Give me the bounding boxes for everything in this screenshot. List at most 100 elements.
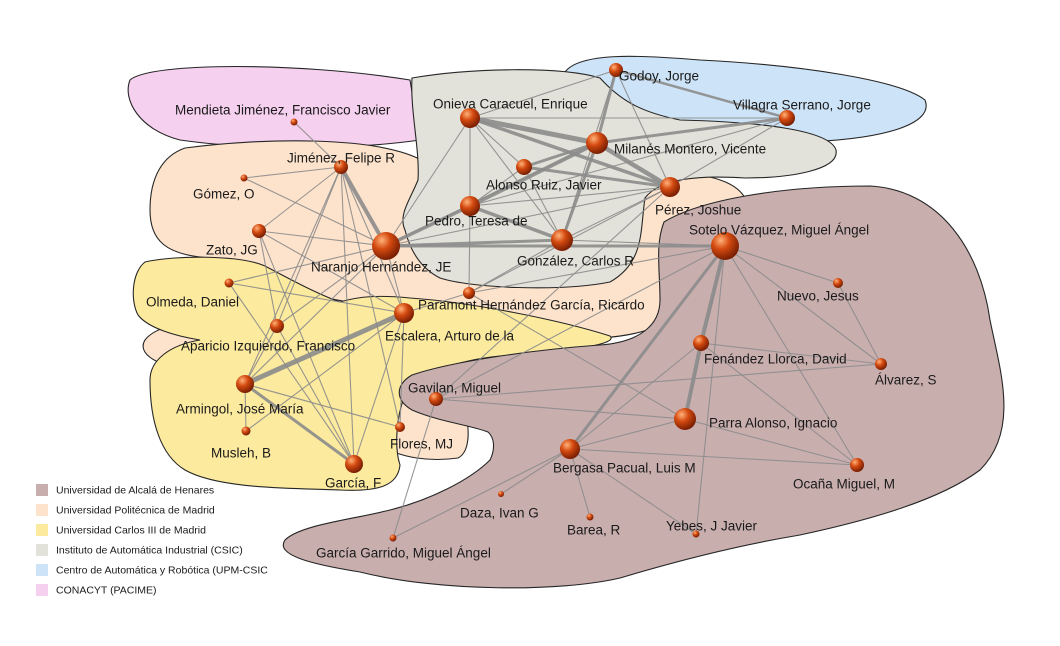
edge-villagra-milanes xyxy=(595,116,789,145)
node-zato[interactable] xyxy=(252,224,266,238)
node-nuevo[interactable] xyxy=(833,278,843,288)
node-label-zato: Zato, JG xyxy=(206,243,258,258)
node-perez[interactable] xyxy=(660,177,680,197)
node-label-garcia: García, F xyxy=(325,476,381,491)
node-bergasa[interactable] xyxy=(560,439,580,459)
node-label-naranjo: Naranjo Hernández, JE xyxy=(311,260,451,275)
node-label-barea: Barea, R xyxy=(567,523,621,538)
node-alonso[interactable] xyxy=(516,159,532,175)
node-godoy[interactable] xyxy=(609,63,623,77)
edge-zato-escalera xyxy=(258,230,405,314)
node-garciagarrido[interactable] xyxy=(389,534,397,542)
node-flores[interactable] xyxy=(395,422,405,432)
node-ocana[interactable] xyxy=(850,458,864,472)
edge-bergasa-ocana xyxy=(569,448,858,466)
edge-escalera-armingol xyxy=(242,310,407,387)
node-pedro[interactable] xyxy=(460,196,480,216)
edge-zato-garcia xyxy=(258,230,355,465)
node-jimenez[interactable] xyxy=(334,160,348,174)
edge-fernandez-bergasa xyxy=(569,342,702,450)
legend-label-1: Universidad Politécnica de Madrid xyxy=(56,504,215,516)
legend-label-5: CONACYT (PACIME) xyxy=(56,584,157,596)
node-label-escalera: Escalera, Arturo de la xyxy=(385,329,515,344)
node-yebes[interactable] xyxy=(692,530,700,538)
node-onieva[interactable] xyxy=(460,108,480,128)
node-label-bergasa: Bergasa Pacual, Luis M xyxy=(553,461,696,476)
legend-swatch-1 xyxy=(36,504,48,516)
legend: Universidad de Alcalá de HenaresUniversi… xyxy=(36,484,268,596)
node-label-parra: Parra Alonso, Ignacio xyxy=(709,416,837,431)
edge-bergasa-garciagarrido xyxy=(392,448,571,539)
node-fernandez[interactable] xyxy=(693,335,709,351)
node-label-fernandez: Fenández Llorca, David xyxy=(704,352,847,367)
node-label-daza: Daza, Ivan G xyxy=(460,506,539,521)
edge-sotelo-ocana xyxy=(724,245,858,466)
node-label-perez: Pérez, Joshue xyxy=(655,203,741,218)
edge-paramont-parra xyxy=(468,292,686,420)
edge-olmeda-garcia xyxy=(228,282,355,465)
node-aparicio[interactable] xyxy=(270,319,284,333)
node-label-gomez: Gómez, O xyxy=(193,187,255,202)
node-villagra[interactable] xyxy=(779,110,795,126)
edge-jimenez-armingol xyxy=(244,166,342,385)
edge-perez-naranjo xyxy=(385,186,671,247)
edge-escalera-paramont xyxy=(403,292,470,314)
edge-aparicio-garcia xyxy=(276,325,355,465)
node-label-flores: Flores, MJ xyxy=(390,437,453,452)
edge-naranjo-gomez xyxy=(243,177,387,247)
node-garcia[interactable] xyxy=(345,455,363,473)
edge-jimenez-zato xyxy=(258,166,342,232)
edge-sotelo-bergasa xyxy=(568,244,727,451)
edge-armingol-naranjo xyxy=(244,245,387,385)
node-sotelo[interactable] xyxy=(711,232,739,260)
node-gonzalez[interactable] xyxy=(551,229,573,251)
node-label-alonso: Alonso Ruiz, Javier xyxy=(486,178,602,193)
edge-gonzalez-paramont xyxy=(468,239,563,294)
node-daza[interactable] xyxy=(498,491,504,497)
edge-paramont-sotelo xyxy=(468,245,726,294)
node-label-alvarez: Álvarez, S xyxy=(875,373,937,388)
edge-jimenez-garcia xyxy=(340,166,355,465)
legend-label-3: Instituto de Automática Industrial (CSIC… xyxy=(56,544,243,556)
node-gomez[interactable] xyxy=(240,174,248,182)
node-naranjo[interactable] xyxy=(372,232,400,260)
edge-jimenez-flores xyxy=(340,166,401,428)
edge-gavilan-alvarez xyxy=(435,363,882,400)
node-label-sotelo: Sotelo Vázquez, Miguel Ángel xyxy=(689,223,869,238)
edge-onieva-gonzalez xyxy=(469,117,563,241)
node-parra[interactable] xyxy=(674,408,696,430)
node-gavilan[interactable] xyxy=(429,392,443,406)
node-label-villagra: Villagra Serrano, Jorge xyxy=(733,98,871,113)
edge-villagra-perez xyxy=(669,117,788,188)
edge-perez-gavilan xyxy=(435,186,671,400)
edge-naranjo-aparicio xyxy=(276,245,387,327)
node-escalera[interactable] xyxy=(394,303,414,323)
legend-swatch-4 xyxy=(36,564,48,576)
node-alvarez[interactable] xyxy=(875,358,887,370)
edge-olmeda-escalera xyxy=(228,282,405,314)
edge-alonso-pedro xyxy=(469,166,525,207)
edge-gavilan-garciagarrido xyxy=(392,398,437,539)
node-label-mendieta: Mendieta Jiménez, Francisco Javier xyxy=(175,103,391,118)
node-musleh[interactable] xyxy=(241,426,251,436)
node-label-gavilan: Gavilan, Miguel xyxy=(408,381,501,396)
legend-swatch-2 xyxy=(36,524,48,536)
edge-perez-pedro xyxy=(469,186,671,207)
edges-layer xyxy=(228,68,882,539)
legend-swatch-5 xyxy=(36,584,48,596)
edge-jimenez-aparicio xyxy=(276,166,342,327)
node-barea[interactable] xyxy=(586,513,594,521)
edge-milanes-gonzalez xyxy=(560,141,599,242)
edge-onieva-alonso xyxy=(469,117,525,168)
edge-alonso-gonzalez xyxy=(523,166,563,241)
edge-milanes-perez xyxy=(594,140,673,190)
node-olmeda[interactable] xyxy=(224,278,234,288)
edge-nuevo-alvarez xyxy=(837,282,882,365)
edge-gavilan-parra xyxy=(435,398,686,420)
node-armingol[interactable] xyxy=(236,375,254,393)
edge-parra-ocana xyxy=(684,418,858,466)
node-mendieta[interactable] xyxy=(290,118,298,126)
node-milanes[interactable] xyxy=(586,132,608,154)
node-paramont[interactable] xyxy=(463,287,475,299)
